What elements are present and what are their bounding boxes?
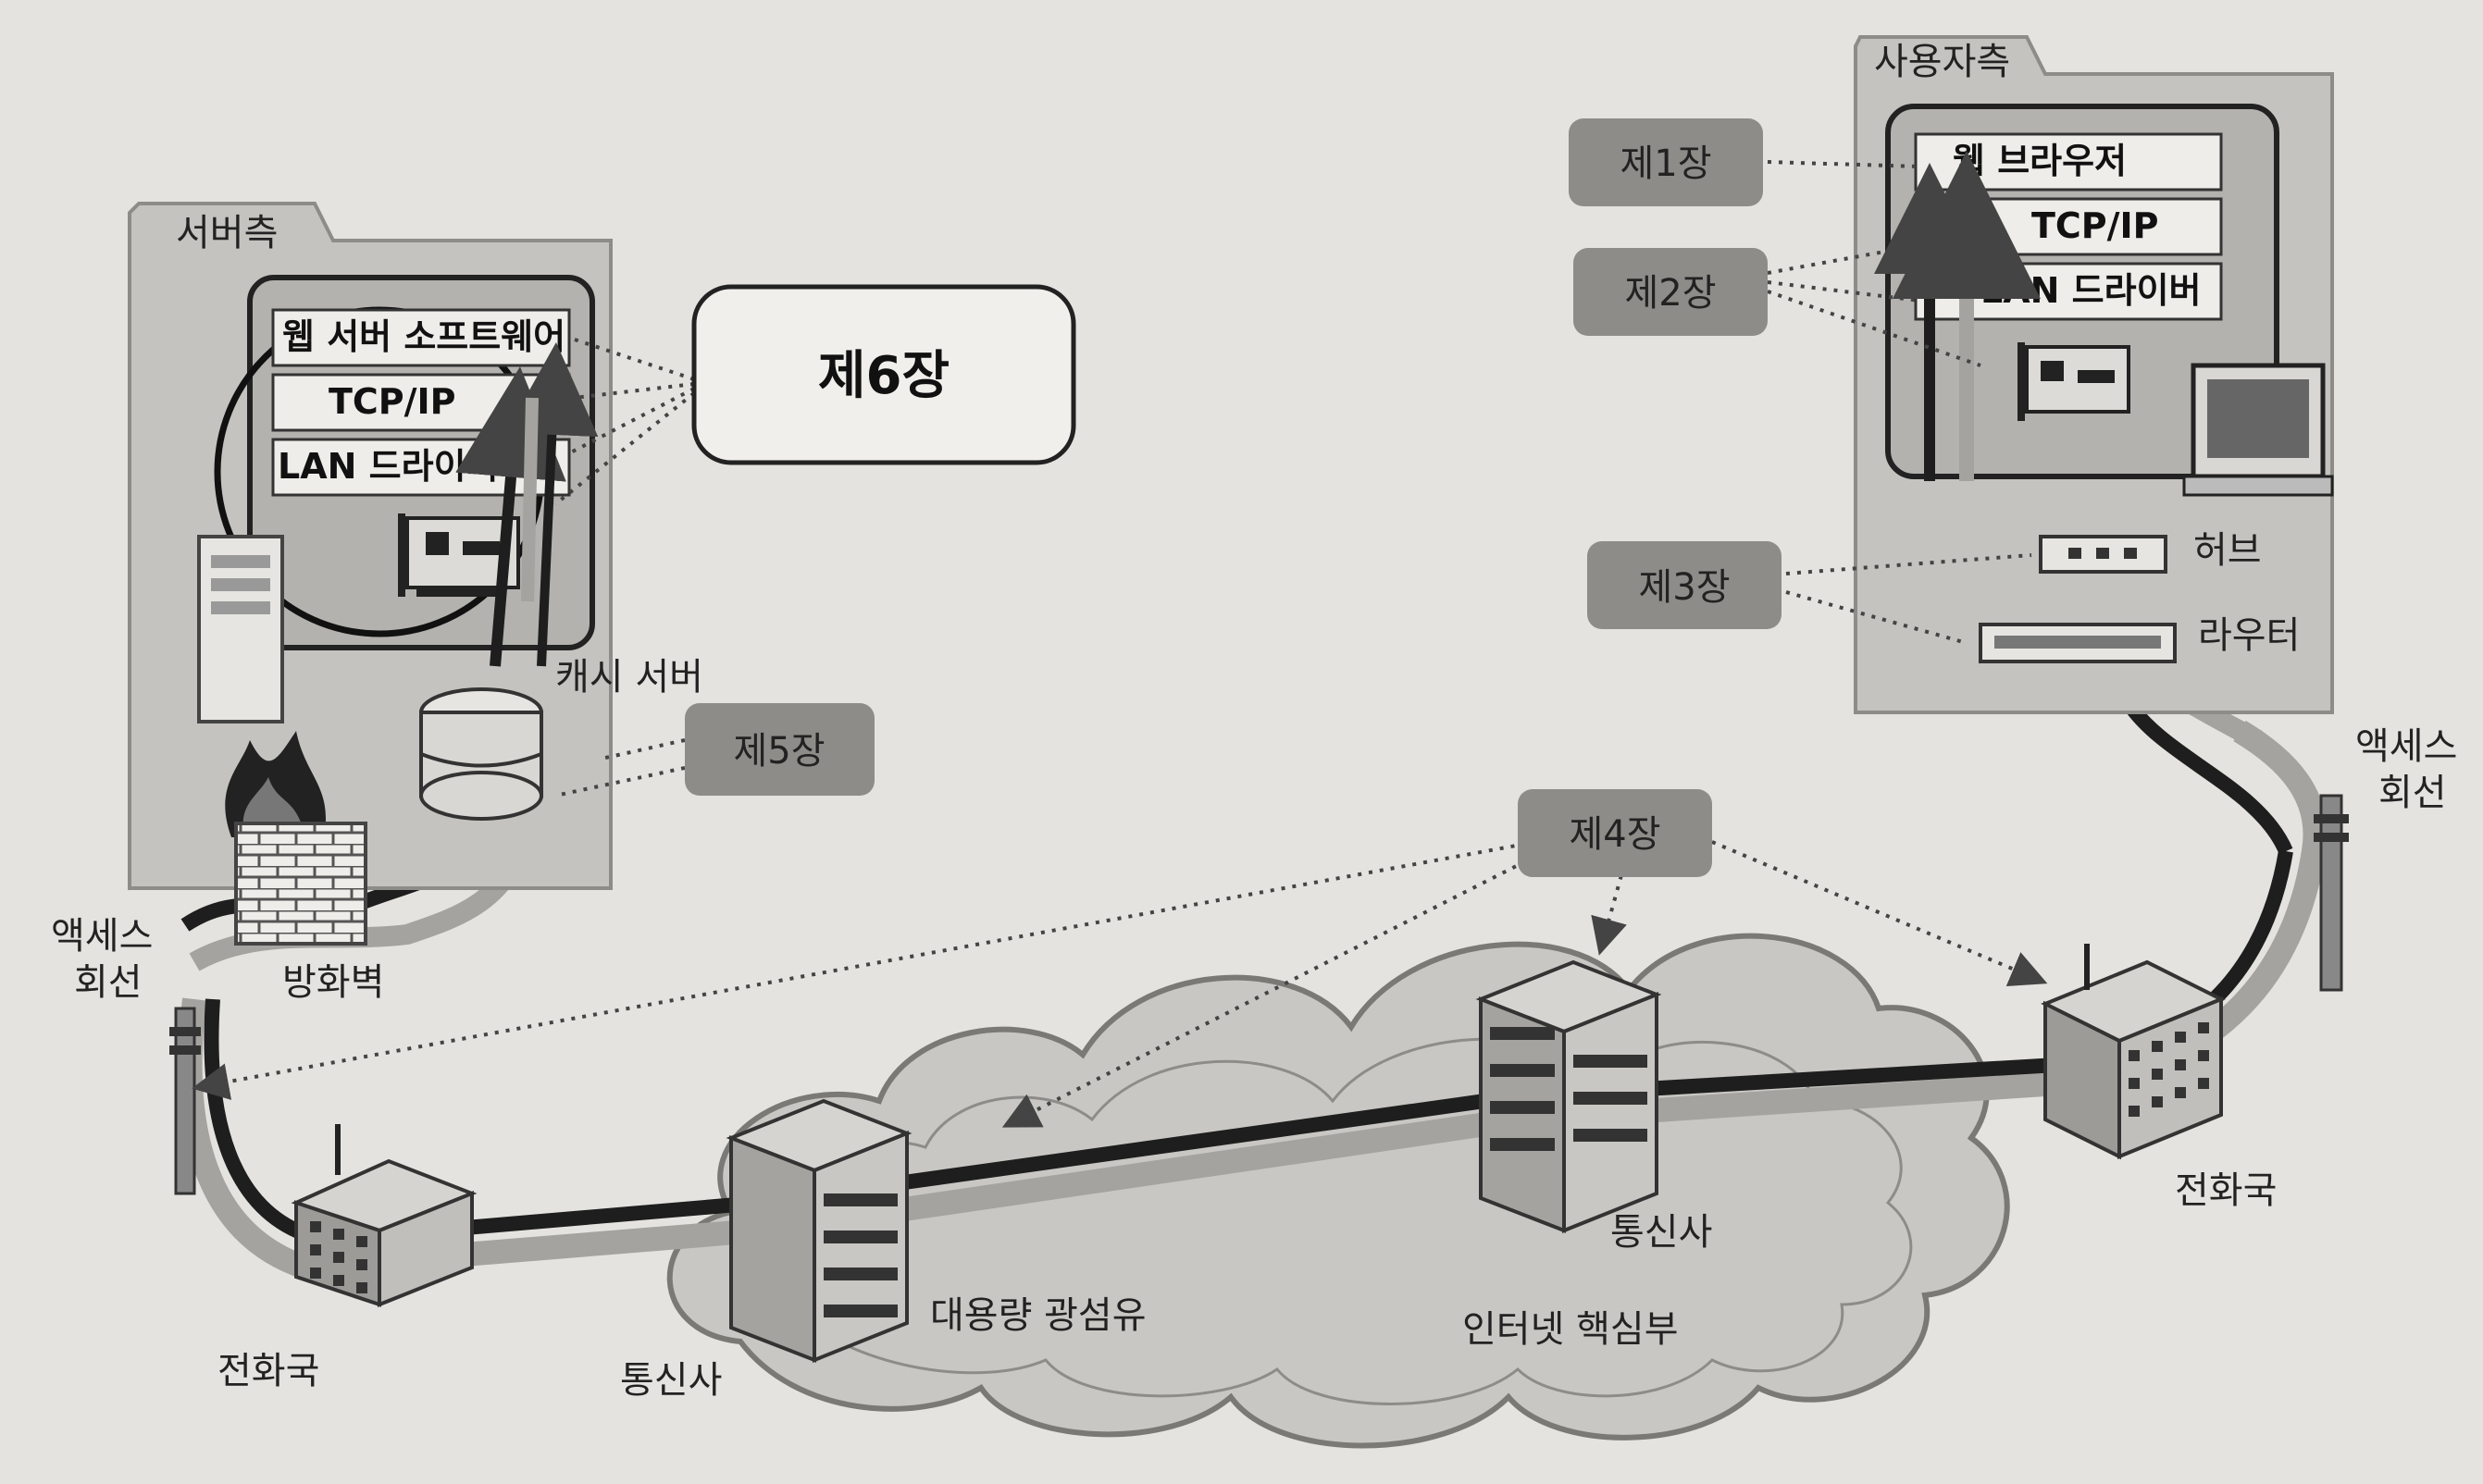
chapter-4-box: 제4장 [1518, 789, 1712, 877]
phone-office-left-label: 전화국 [217, 1350, 319, 1392]
server-layer-lan-driver-text: LAN 드라이버 [278, 446, 499, 487]
chapter-2-text: 제2장 [1624, 272, 1716, 315]
chapter-6-text: 제6장 [818, 346, 950, 406]
chapter-3-box: 제3장 [1587, 541, 1782, 629]
server-tower-icon [199, 537, 282, 722]
chapter-6-box: 제6장 [694, 287, 1074, 463]
server-side-panel: 서버측 웹 서버 소프트웨어 TCP/IP LAN 드라이버 캐시 서버 [130, 204, 703, 888]
phone-office-right-label: 전화국 [2175, 1169, 2277, 1212]
core-label: 인터넷 핵심부 [1462, 1308, 1679, 1351]
client-computer-icon [2184, 365, 2332, 495]
carrier-left-building-icon [731, 1101, 907, 1360]
server-side-title: 서버측 [176, 212, 278, 254]
chapter-5-box: 제5장 [685, 703, 875, 796]
client-layer-lan-driver-text: LAN 드라이버 [1980, 270, 2202, 311]
client-network-card-icon [2017, 342, 2129, 421]
client-side-title: 사용자측 [1874, 41, 2010, 83]
router-icon [1980, 625, 2175, 662]
router-label: 라우터 [2198, 614, 2300, 657]
chapter-2-box: 제2장 [1573, 248, 1768, 336]
server-access-line-label-1: 액세스 [51, 915, 153, 958]
carrier-right-building-icon [1481, 962, 1657, 1230]
server-access-line-label-2: 회선 [74, 961, 143, 1004]
client-access-line-label-2: 회선 [2378, 772, 2447, 814]
hub-label: 허브 [2193, 529, 2262, 572]
chapter-1-text: 제1장 [1620, 142, 1711, 185]
firewall-label: 방화벽 [282, 961, 384, 1004]
client-access-line-label-1: 액세스 [2355, 725, 2457, 768]
carrier-left-label: 통신사 [620, 1359, 722, 1402]
cache-server-label: 캐시 서버 [555, 656, 703, 699]
carrier-right-label: 통신사 [1610, 1211, 1712, 1254]
client-layer-web-browser-text: 웹 브라우저 [1953, 141, 2127, 181]
phone-office-right-building-icon [2045, 944, 2221, 1156]
hub-icon [2041, 537, 2166, 572]
server-layer-tcpip-text: TCP/IP [329, 381, 456, 422]
chapter-3-text: 제3장 [1638, 566, 1730, 609]
server-layer-web-server-text: 웹 서버 소프트웨어 [282, 316, 565, 357]
client-layer-tcpip-text: TCP/IP [2031, 205, 2159, 246]
chapter-1-box: 제1장 [1569, 118, 1763, 206]
chapter-4-text: 제4장 [1569, 813, 1660, 856]
fiber-label: 대용량 광섬유 [930, 1294, 1147, 1337]
client-access-line-label: 액세스 회선 [2355, 725, 2469, 814]
cache-server-icon [421, 689, 541, 819]
chapter-5-text: 제5장 [733, 730, 825, 773]
phone-office-left-building-icon [296, 1124, 472, 1305]
server-access-line-label: 액세스 회선 [51, 915, 165, 1004]
